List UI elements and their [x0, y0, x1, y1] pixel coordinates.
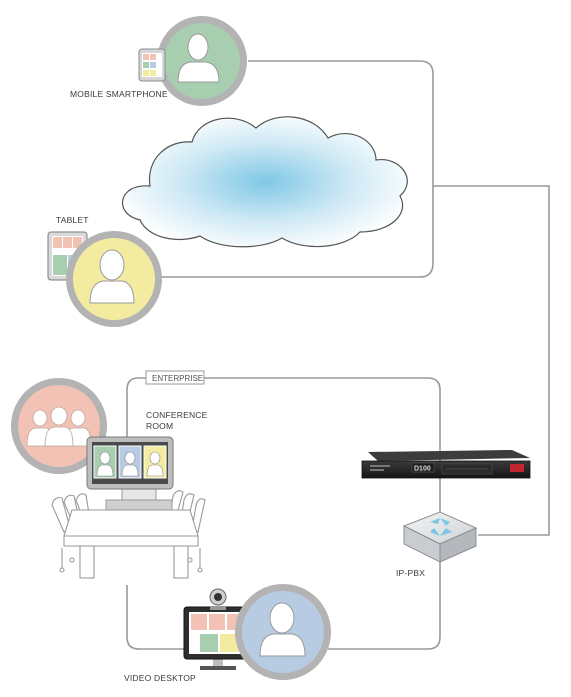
desktop-avatar: [235, 584, 331, 680]
tablet-avatar: [66, 231, 162, 327]
conference-label-line2: ROOM: [146, 421, 173, 431]
trunk-link: [433, 185, 550, 536]
smartphone-icon: [138, 48, 166, 82]
conference-label-line1: CONFERENCE: [146, 410, 208, 420]
desktop-link: [126, 585, 200, 650]
enterprise-label: ENTERPRISE: [152, 374, 203, 383]
server-icon: D100: [361, 450, 531, 479]
tablet-label: TABLET: [56, 215, 89, 225]
webcam-icon: [209, 588, 227, 610]
conference-avatar: [11, 378, 107, 474]
group-icon: [26, 406, 92, 447]
user-icon: [89, 249, 135, 304]
enterprise-left-frame: [126, 377, 139, 516]
user-icon: [259, 602, 306, 657]
cloud-icon: [122, 116, 408, 248]
mobile-label: MOBILE SMARTPHONE: [70, 89, 168, 99]
pbx-label: IP-PBX: [396, 568, 425, 578]
mobile-avatar: [157, 16, 247, 106]
conference-screen-icon: [86, 436, 174, 511]
desktop-label: VIDEO DESKTOP: [124, 673, 196, 683]
mobile-link: [150, 60, 434, 278]
desktop-monitor-icon: [183, 606, 253, 670]
server-brand: D100: [414, 466, 431, 473]
router-icon: [402, 511, 478, 563]
user-icon: [177, 33, 220, 83]
